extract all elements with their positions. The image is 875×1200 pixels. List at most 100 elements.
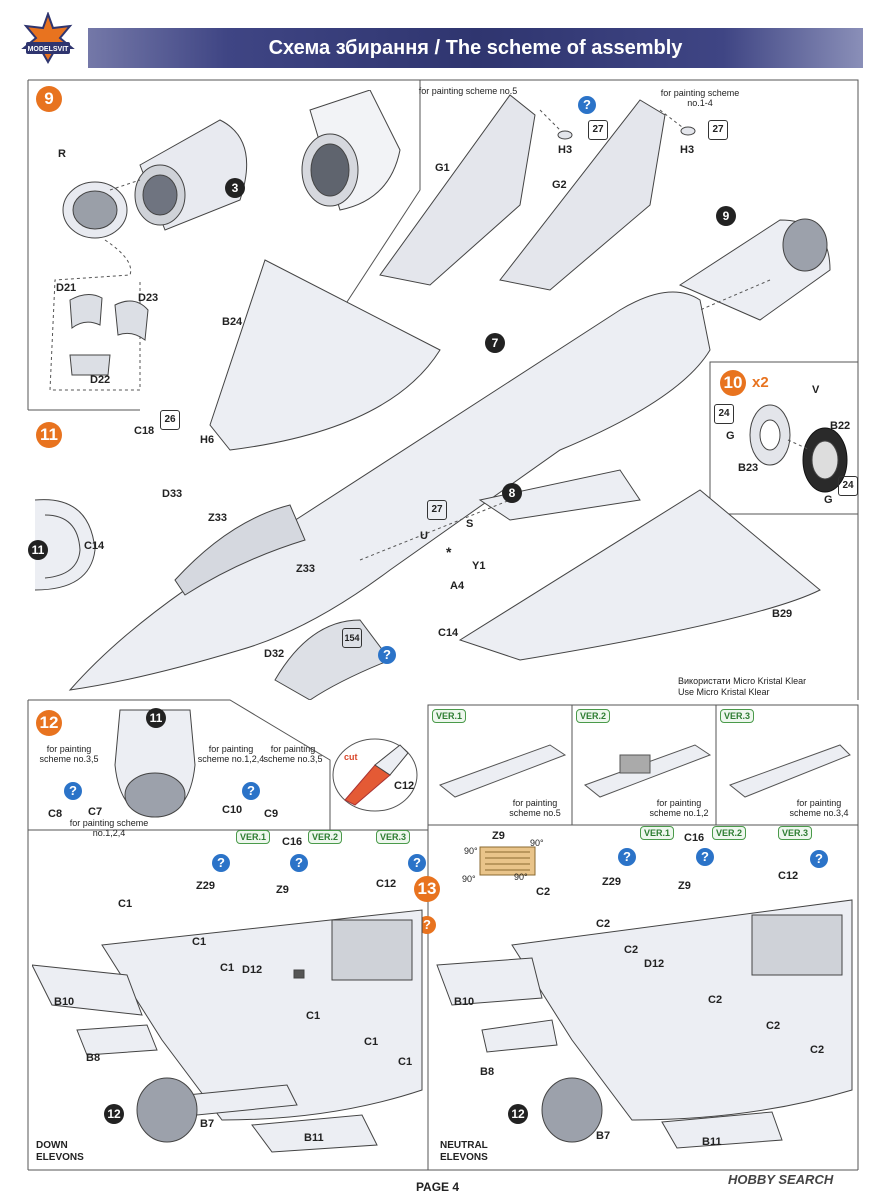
- degree-4: 90°: [514, 872, 528, 882]
- kristal-note: Використати Micro Kristal Klear Use Micr…: [678, 676, 806, 698]
- version-2-note: for painting scheme no.1,2: [649, 798, 709, 818]
- help-icon: ?: [408, 854, 426, 872]
- help-icon: ?: [64, 782, 82, 800]
- part-c2-b: C2: [596, 918, 611, 930]
- badge-24-a: 24: [714, 404, 734, 424]
- part-b11-right: B11: [702, 1136, 722, 1148]
- help-icon: ?: [290, 854, 308, 872]
- version-3-tag: VER.3: [720, 709, 755, 723]
- part-z9-right: Z9: [678, 880, 691, 892]
- ref-12-badge-right: 12: [508, 1104, 528, 1124]
- degree-2: 90°: [530, 838, 544, 848]
- ref-11-badge-b: 11: [146, 708, 166, 728]
- version-2-tag: VER.2: [576, 709, 611, 723]
- step-13-badge: 13: [414, 876, 440, 902]
- paint-g-label-b: G: [824, 494, 833, 506]
- ref-7-badge: 7: [485, 333, 505, 353]
- version-1-note: for painting scheme no.5: [509, 798, 561, 818]
- asterisk-mark: *: [446, 544, 452, 560]
- paint-g-label-a: G: [726, 430, 735, 442]
- part-c10: C10: [222, 804, 243, 816]
- part-c1-a: C1: [118, 898, 133, 910]
- help-icon: ?: [378, 646, 396, 664]
- part-c2-f: C2: [810, 1044, 825, 1056]
- watermark: HOBBY SEARCH: [728, 1172, 834, 1187]
- wheel-drawing: [749, 404, 848, 493]
- part-c2-a: C2: [536, 886, 551, 898]
- part-c18: C18: [134, 425, 155, 437]
- part-c2-c: C2: [624, 944, 639, 956]
- ref-9-badge: 9: [716, 206, 736, 226]
- part-b8-left: B8: [86, 1052, 101, 1064]
- part-c14-main: C14: [438, 627, 459, 639]
- step12-note-d: for painting scheme no.3,5: [263, 744, 323, 764]
- fin-note-left: for painting scheme no.5: [418, 86, 518, 96]
- versions-drawing: [438, 744, 851, 798]
- part-b23: B23: [738, 462, 759, 474]
- step-10-multiplier: x2: [752, 374, 769, 391]
- kristal-note-ua: Використати Micro Kristal Klear: [678, 676, 807, 686]
- part-d21: D21: [56, 282, 77, 294]
- kristal-note-en: Use Micro Kristal Klear: [678, 687, 770, 697]
- paint-r-label: R: [58, 148, 66, 160]
- part-g1: G1: [435, 162, 450, 174]
- part-h3-right: H3: [680, 144, 695, 156]
- help-icon: ?: [810, 850, 828, 868]
- version-1-tag: VER.1: [432, 709, 467, 723]
- page-title: Схема збирання / The scheme of assembly: [268, 37, 683, 59]
- part-z33-a: Z33: [208, 512, 227, 524]
- part-c1-e: C1: [364, 1036, 379, 1048]
- part-z33-b: Z33: [296, 563, 315, 575]
- part-c12-right: C12: [778, 870, 799, 882]
- part-c12-step12: C12: [394, 780, 415, 792]
- ref-12-badge-left: 12: [104, 1104, 124, 1124]
- part-c1-c: C1: [220, 962, 235, 974]
- part-h3-left: H3: [558, 144, 573, 156]
- lower-left-ver2-tag: VER.2: [308, 830, 343, 844]
- degree-1: 90°: [464, 846, 478, 856]
- part-a4: A4: [450, 580, 465, 592]
- part-d23: D23: [138, 292, 159, 304]
- part-d22: D22: [90, 374, 111, 386]
- part-b8-right: B8: [480, 1066, 495, 1078]
- neutral-elevons-drawing: [436, 899, 853, 1149]
- part-c16-left: C16: [282, 836, 303, 848]
- part-c12-left: C12: [376, 878, 397, 890]
- step12-note-b: for painting scheme no.1,2,4: [197, 744, 265, 764]
- modelsvit-logo: MODELSVIT: [20, 11, 76, 78]
- page-header: Схема збирання / The scheme of assembly: [88, 28, 863, 68]
- degree-3: 90°: [462, 874, 476, 884]
- step-12-badge: 12: [36, 710, 62, 736]
- ref-3-badge: 3: [225, 178, 245, 198]
- badge-27-right: 27: [708, 120, 728, 140]
- part-c1-f: C1: [398, 1056, 413, 1068]
- part-c14-step11: C14: [84, 540, 105, 552]
- part-b10-right: B10: [454, 996, 475, 1008]
- step-9-drawing: [49, 90, 401, 391]
- ref-8-badge: 8: [502, 483, 522, 503]
- step12-note-c: for painting scheme no.1,2,4: [69, 818, 149, 838]
- paint-u-label: U: [420, 530, 428, 542]
- help-icon: ?: [578, 96, 596, 114]
- z9-fret-drawing: [479, 846, 536, 876]
- main-assembly-drawing: [68, 218, 831, 700]
- paint-s-label: S: [466, 518, 474, 530]
- part-c2-e: C2: [766, 1020, 781, 1032]
- help-icon: ?: [618, 848, 636, 866]
- part-d33: D33: [162, 488, 183, 500]
- c12-cut-drawing: [332, 738, 418, 812]
- badge-24-b: 24: [838, 476, 858, 496]
- badge-27-main: 27: [427, 500, 447, 520]
- step-11-drawing: [34, 499, 96, 591]
- part-b22: B22: [830, 420, 851, 432]
- part-c1-b: C1: [192, 936, 207, 948]
- step-11-badge: 11: [36, 422, 62, 448]
- part-c7: C7: [88, 806, 103, 818]
- cut-label: cut: [344, 752, 358, 762]
- help-icon: ?: [242, 782, 260, 800]
- step-12-drawing: [114, 709, 196, 818]
- help-icon: ?: [212, 854, 230, 872]
- help-icon: ?: [696, 848, 714, 866]
- lower-left-ver1-tag: VER.1: [236, 830, 271, 844]
